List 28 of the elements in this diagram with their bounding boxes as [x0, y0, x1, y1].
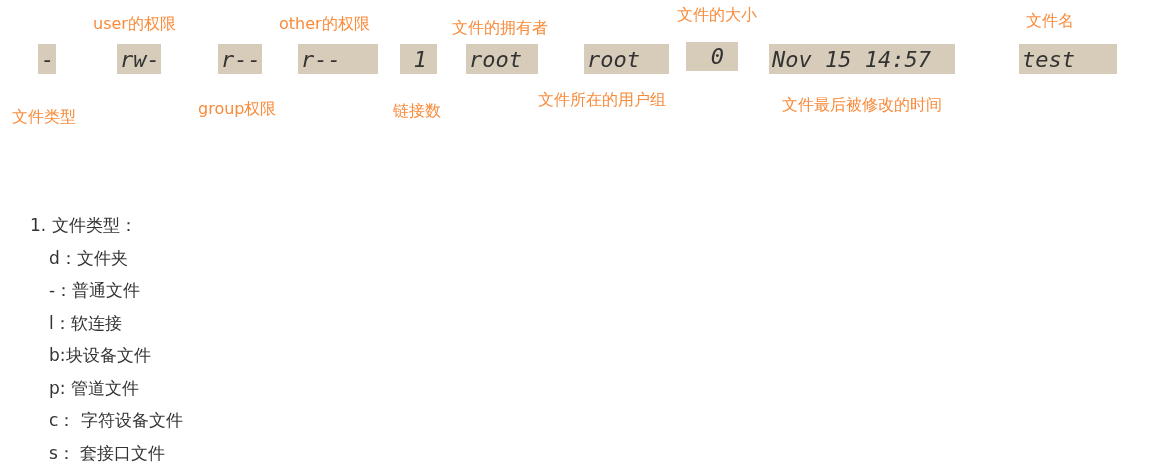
value-box: r-- [218, 44, 262, 74]
list-item: p: 管道文件 [49, 376, 139, 399]
annotation: 文件最后被修改的时间 [782, 95, 942, 115]
value-box: 0 [686, 42, 738, 71]
value-box: Nov 15 14:57 [769, 44, 955, 74]
value-box: 1 [400, 44, 437, 74]
annotation: 文件类型 [12, 107, 76, 127]
value-box: r-- [298, 44, 378, 74]
list-item: c： 字符设备文件 [49, 409, 183, 431]
annotation: group权限 [198, 99, 277, 119]
annotation: 链接数 [393, 101, 441, 121]
list-heading: 1. 文件类型： [30, 214, 137, 236]
list-item: b:块设备文件 [49, 344, 151, 366]
value-box: - [38, 44, 56, 74]
list-item: s： 套接口文件 [49, 441, 166, 464]
annotation: other的权限 [279, 14, 370, 34]
value-box: root [466, 44, 538, 74]
annotation: 文件的拥有者 [452, 18, 548, 38]
value-box: root [584, 44, 669, 74]
list-item: d：文件夹 [49, 246, 128, 269]
annotation: user的权限 [93, 14, 176, 34]
annotation: 文件所在的用户组 [538, 90, 666, 110]
annotation: 文件名 [1026, 11, 1074, 31]
list-item: -：普通文件 [49, 279, 141, 301]
value-box: rw- [117, 44, 161, 74]
list-item: l：软连接 [49, 311, 122, 334]
value-box: test [1019, 44, 1117, 74]
annotation: 文件的大小 [677, 5, 757, 25]
